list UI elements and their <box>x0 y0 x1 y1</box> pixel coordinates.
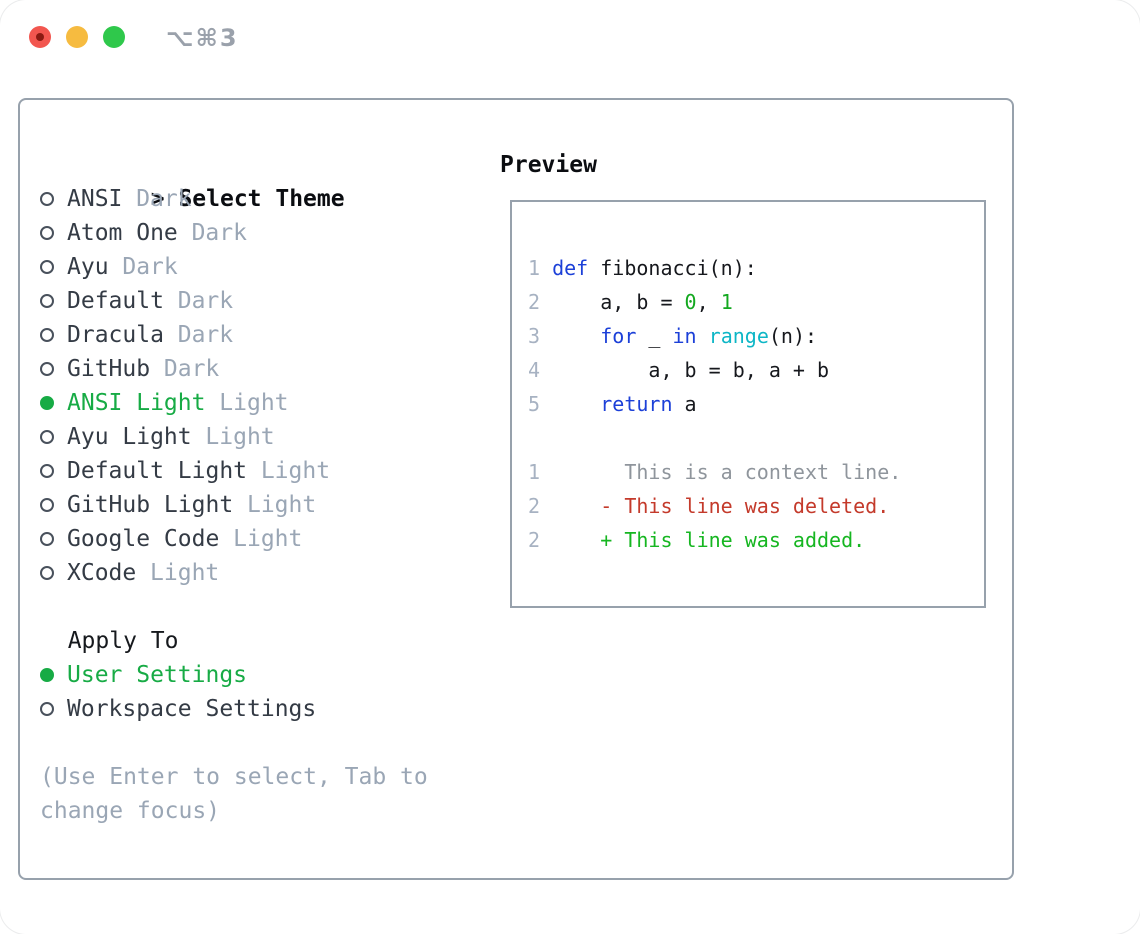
radio-icon <box>40 226 54 240</box>
radio-icon <box>40 294 54 308</box>
option-github-light[interactable]: GitHub Light Light <box>40 488 428 522</box>
preview-title: Preview <box>500 152 597 178</box>
code-line: 1 This is a context line. <box>528 460 902 484</box>
preview-pane: 1 def fibonacci(n): 2 a, b = 0, 1 3 for _ … <box>510 200 986 608</box>
apply-to-title: Apply To <box>67 628 179 654</box>
option-label: ANSI <box>67 186 123 212</box>
radio-icon <box>40 532 54 546</box>
option-ansi-light[interactable]: ANSI Light Light <box>40 386 428 420</box>
option-ayu-light[interactable]: Ayu Light Light <box>40 420 428 454</box>
variant-tag: Light <box>260 458 331 484</box>
option-label: Ayu Light <box>67 424 192 450</box>
radio-icon <box>40 260 54 274</box>
variant-tag: Light <box>205 424 275 450</box>
option-ayu[interactable]: Ayu Dark <box>40 250 428 284</box>
option-workspace-settings[interactable]: Workspace Settings <box>40 692 428 726</box>
option-default-light[interactable]: Default Light Light <box>40 454 428 488</box>
variant-tag: Dark <box>136 186 192 212</box>
variant-tag: Dark <box>177 322 234 348</box>
option-label: XCode <box>67 560 137 586</box>
option-dracula[interactable]: Dracula Dark <box>40 318 428 352</box>
code-line: 2 + This line was added. <box>528 528 866 552</box>
keyboard-hint: (Use Enter to select, Tab to change focus… <box>40 760 428 828</box>
variant-tag: Dark <box>191 220 247 246</box>
spacer <box>40 590 428 624</box>
option-label: Default Light <box>67 458 248 484</box>
code-line <box>528 421 984 455</box>
option-label: Dracula <box>67 322 164 348</box>
option-label: Google Code <box>67 526 220 552</box>
variant-tag: Dark <box>177 288 234 314</box>
radio-icon <box>40 192 54 206</box>
option-label: Ayu <box>67 254 109 280</box>
window-title-shortcut: ⌥⌘3 <box>166 24 239 52</box>
code-line: 4 a, b = b, a + b <box>528 358 830 382</box>
option-label: GitHub <box>67 356 151 382</box>
minimize-button[interactable] <box>66 26 88 48</box>
code-line: 2 a, b = 0, 1 <box>528 290 733 314</box>
radio-icon <box>40 396 54 410</box>
variant-tag: Dark <box>122 254 178 280</box>
line-number: 1 <box>528 256 541 280</box>
line-number: 1 <box>528 460 541 484</box>
radio-icon <box>40 702 54 716</box>
spacer <box>40 726 428 760</box>
radio-icon <box>40 362 54 376</box>
option-label: GitHub Light <box>67 492 234 518</box>
code-line: 5 return a <box>528 392 697 416</box>
option-label: Default <box>67 288 164 314</box>
select-theme-title: Select Theme <box>178 186 345 212</box>
variant-tag: Light <box>150 560 220 586</box>
code-line: 3 for _ in range(n): <box>528 324 818 348</box>
variant-tag: Light <box>219 390 289 416</box>
focus-prompt-icon: > <box>150 186 165 212</box>
line-number: 4 <box>528 358 541 382</box>
line-number: 2 <box>528 494 541 518</box>
code-line: 1 def fibonacci(n): <box>528 256 757 280</box>
radio-icon <box>40 668 54 682</box>
line-number: 3 <box>528 324 541 348</box>
option-label: User Settings <box>67 662 248 688</box>
hint-line: (Use Enter to select, Tab to <box>40 764 428 790</box>
code-line: 2 - This line was deleted. <box>528 494 890 518</box>
option-atom-one[interactable]: Atom One Dark <box>40 216 428 250</box>
line-number: 2 <box>528 290 541 314</box>
option-label: ANSI Light <box>67 390 206 416</box>
option-label: Atom One <box>67 220 178 246</box>
select-theme-header: > Select Theme <box>40 148 428 212</box>
option-google-code[interactable]: Google Code Light <box>40 522 428 556</box>
radio-icon <box>40 566 54 580</box>
variant-tag: Light <box>246 492 317 518</box>
variant-tag: Dark <box>163 356 220 382</box>
option-label: Workspace Settings <box>67 696 317 722</box>
radio-icon <box>40 498 54 512</box>
radio-icon <box>40 464 54 478</box>
option-default[interactable]: Default Dark <box>40 284 428 318</box>
zoom-button[interactable] <box>103 26 125 48</box>
option-github[interactable]: GitHub Dark <box>40 352 428 386</box>
radio-icon <box>40 430 54 444</box>
close-button[interactable] <box>29 26 51 48</box>
option-ansi[interactable]: ANSI Dark <box>40 182 428 216</box>
radio-icon <box>40 328 54 342</box>
line-number: 2 <box>528 528 541 552</box>
option-xcode[interactable]: XCode Light <box>40 556 428 590</box>
option-user-settings[interactable]: User Settings <box>40 658 428 692</box>
hint-line: change focus) <box>40 798 221 824</box>
variant-tag: Light <box>233 526 303 552</box>
line-number: 5 <box>528 392 541 416</box>
